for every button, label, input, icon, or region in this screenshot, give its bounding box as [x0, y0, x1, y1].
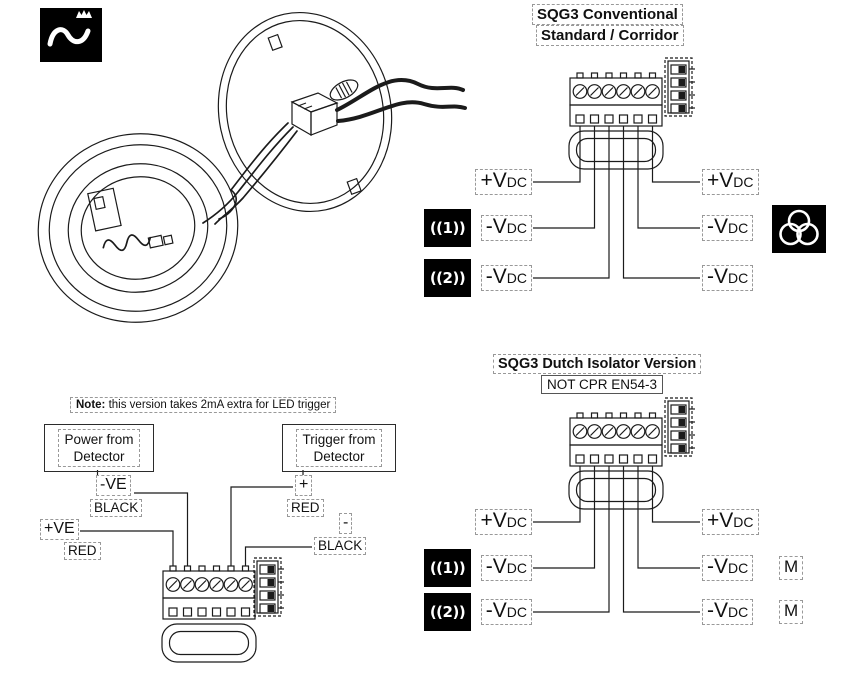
- conventional-title-line1: SQG3 Conventional: [532, 4, 683, 25]
- vdc-sub: DC: [506, 220, 527, 236]
- vdc-sub: DC: [728, 604, 749, 620]
- sounder-ring-2-icon: ((2)): [424, 593, 471, 631]
- power-box-line1: Power from: [64, 432, 134, 447]
- wave-symbol-icon: [40, 8, 102, 62]
- red-wire-label-2: RED: [287, 499, 324, 517]
- red-wire-label-1: RED: [64, 542, 101, 560]
- vdc-sub: DC: [506, 270, 527, 286]
- terminal-block: [569, 412, 663, 467]
- wiring-dutch: [533, 466, 700, 613]
- supply-wire: [336, 100, 467, 123]
- cable-grommet: [329, 79, 359, 101]
- neg-ve-label: -VE: [96, 475, 131, 496]
- vdc-main: +V: [707, 509, 734, 532]
- note-text: this version takes 2mA extra for LED tri…: [105, 399, 331, 411]
- black-wire-label-2: BLACK: [314, 537, 367, 555]
- dip-switch: [664, 57, 696, 117]
- vdc-sub: DC: [506, 514, 527, 530]
- vdc-sub: DC: [733, 174, 754, 190]
- vdc-main: -V: [707, 215, 728, 238]
- monitor-label-1: M: [779, 556, 804, 580]
- vdc-sub: DC: [506, 174, 527, 190]
- vdc-sub: DC: [728, 220, 749, 236]
- dip-switch: [664, 397, 696, 457]
- note-label: Note:: [76, 399, 106, 411]
- cable-clamp-bracket: [161, 623, 257, 663]
- cable-clamp-bracket: [568, 130, 664, 170]
- conventional-title-line2: Standard / Corridor: [536, 25, 684, 46]
- vdc-main: -V: [485, 265, 507, 288]
- black-wire-label-1: BLACK: [90, 499, 143, 517]
- pos-ve-label: +VE: [40, 519, 79, 540]
- vdc-main: -V: [707, 555, 728, 578]
- cable-clamp-bracket: [568, 470, 664, 510]
- vdc-main: -V: [707, 265, 728, 288]
- terminal-block: [162, 565, 256, 620]
- vdc-main: -V: [707, 599, 728, 622]
- sounder-front: [37, 133, 239, 323]
- vdc-main: +V: [480, 509, 507, 532]
- sounder-ring-1-icon: ((1)): [424, 209, 471, 247]
- dutch-terminal-assembly: [533, 397, 700, 613]
- trigger-box-line1: Trigger from: [302, 432, 376, 447]
- trigger-box-line2: Detector: [313, 449, 365, 464]
- supply-wire: [335, 77, 465, 112]
- terminal-block: [569, 72, 663, 127]
- vdc-main: +V: [707, 169, 734, 192]
- minus-label: -: [339, 513, 353, 534]
- vdc-sub: DC: [506, 604, 527, 620]
- power-box-line2: Detector: [73, 449, 125, 464]
- sounder-device-drawing: [37, 11, 467, 323]
- monitor-label-2: M: [779, 600, 804, 624]
- dutch-title-line2: NOT CPR EN54-3: [541, 375, 664, 394]
- led-trigger-note: Note: this version takes 2mA extra for L…: [70, 397, 337, 413]
- vdc-main: -V: [485, 599, 507, 622]
- sounder-ring-1-icon: ((1)): [424, 549, 471, 587]
- sounder-ring-2-icon: ((2)): [424, 259, 471, 297]
- vdc-main: -V: [485, 215, 507, 238]
- plus-label: +: [295, 475, 313, 496]
- dip-switch: [253, 557, 285, 617]
- vdc-sub: DC: [728, 560, 749, 576]
- vdc-sub: DC: [728, 270, 749, 286]
- dutch-title-line1: SQG3 Dutch Isolator Version: [493, 354, 702, 374]
- wiring-led-trigger: [80, 470, 312, 566]
- vdc-main: -V: [485, 555, 507, 578]
- vdc-sub: DC: [506, 560, 527, 576]
- vdc-main: +V: [480, 169, 507, 192]
- vdc-sub: DC: [733, 514, 754, 530]
- led-trigger-terminal-assembly: [80, 470, 312, 663]
- wiring-conventional: [533, 126, 700, 279]
- triple-circle-icon: [772, 205, 826, 253]
- conventional-terminal-assembly: [533, 57, 700, 279]
